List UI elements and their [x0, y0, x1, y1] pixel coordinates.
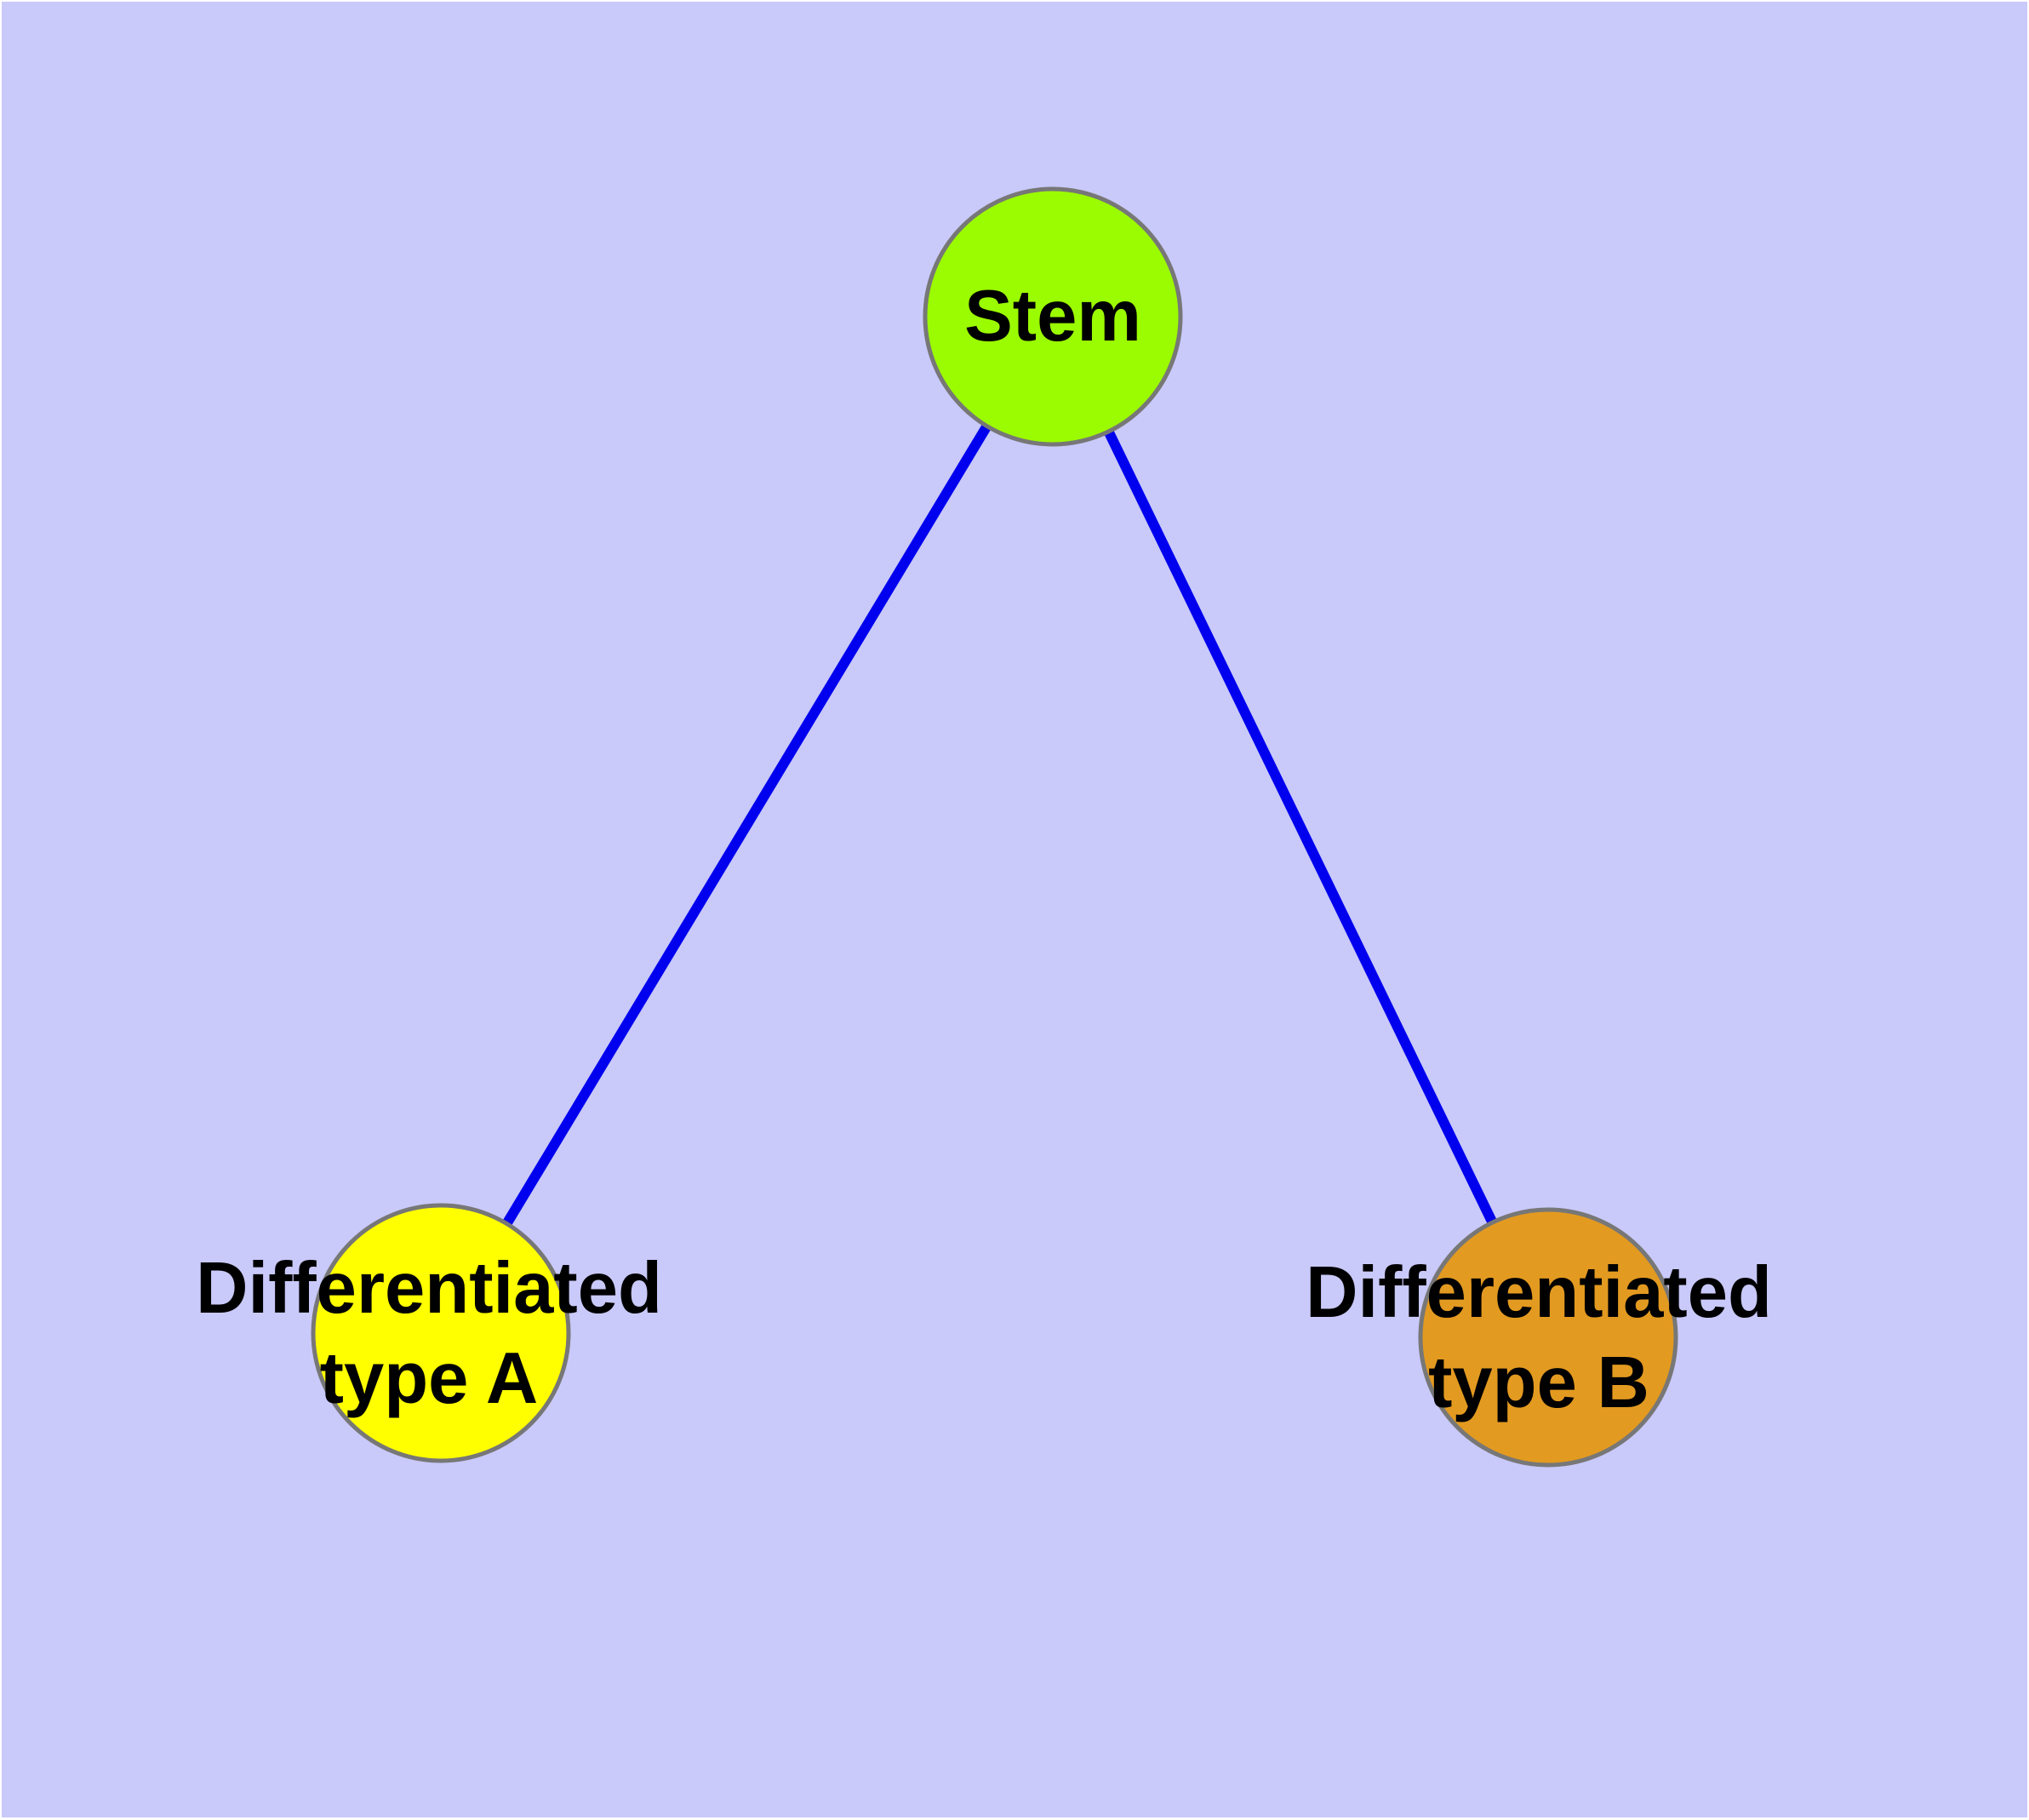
- node-type-a: [311, 1203, 571, 1463]
- nodes-layer: [311, 186, 1678, 1468]
- edges-layer: [436, 313, 1553, 1340]
- node-stem: [923, 186, 1183, 447]
- edge-stem-type-a: [436, 313, 1058, 1336]
- edge-stem-type-b: [1048, 314, 1553, 1340]
- node-type-b: [1418, 1207, 1678, 1468]
